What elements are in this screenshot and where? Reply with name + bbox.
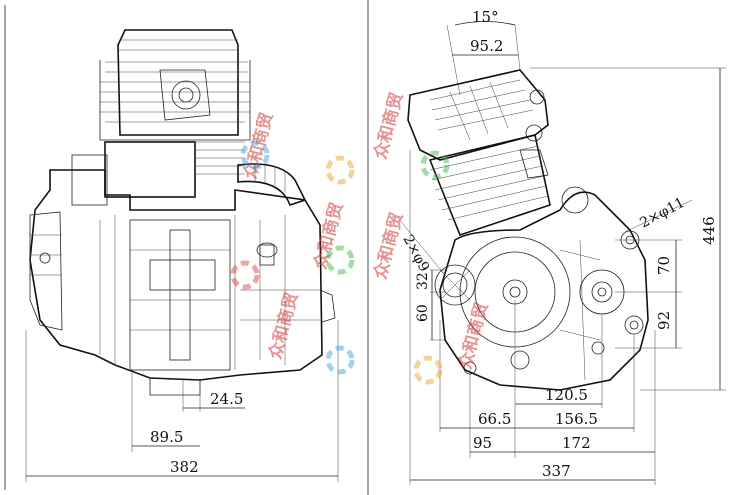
dim-382: 382 <box>170 458 199 476</box>
dim-120-5: 120.5 <box>545 386 588 404</box>
watermark-text: 众和商贸 <box>370 90 408 161</box>
dim-24-5: 24.5 <box>210 390 243 408</box>
dim-66-5: 66.5 <box>478 410 511 428</box>
watermark-logo-icon <box>230 140 450 385</box>
front-view <box>29 29 336 396</box>
dim-92: 92 <box>655 311 673 330</box>
watermark-text: 众和商贸 <box>455 300 493 371</box>
watermark-text: 众和商贸 <box>310 200 348 271</box>
dim-337: 337 <box>542 462 571 480</box>
dim-89-5: 89.5 <box>150 428 183 446</box>
dim-156-5: 156.5 <box>555 410 598 428</box>
dim-95-2: 95.2 <box>470 37 503 55</box>
dim-32: 32 <box>415 272 431 290</box>
dim-angle: 15° <box>472 8 499 26</box>
watermark-text: 众和商贸 <box>265 290 303 361</box>
dim-60: 60 <box>415 304 431 322</box>
side-dimensions: 15° 95.2 446 70 92 2×φ11 32 60 2×φ9 <box>397 8 726 485</box>
dim-172: 172 <box>562 434 591 452</box>
dim-446: 446 <box>700 216 718 245</box>
side-view <box>407 69 649 391</box>
watermarks: 众和商贸 众和商贸 众和商贸 众和商贸 众和商贸 众和商贸 <box>230 90 493 385</box>
dim-70: 70 <box>655 256 673 275</box>
front-dimensions: 24.5 89.5 382 <box>25 320 339 482</box>
dim-2x11: 2×φ11 <box>637 195 687 232</box>
dim-95: 95 <box>473 434 492 452</box>
watermark-text: 众和商贸 <box>370 210 408 281</box>
